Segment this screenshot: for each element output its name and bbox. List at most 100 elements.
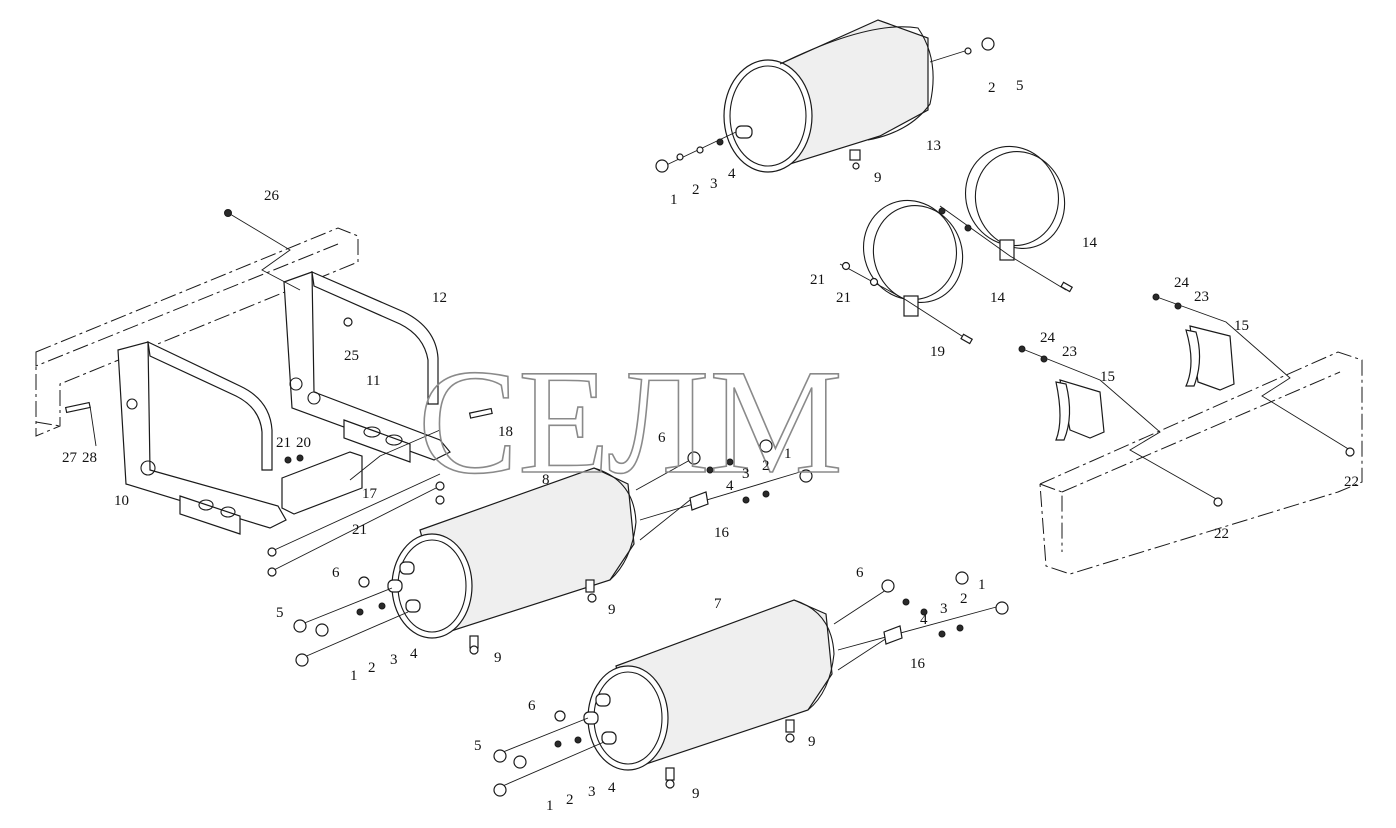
nut-26 xyxy=(224,209,232,217)
part-callout-4: 4 xyxy=(726,478,734,494)
part-callout-2: 2 xyxy=(566,792,574,808)
part-callout-20: 20 xyxy=(296,435,311,451)
part-callout-1: 1 xyxy=(670,192,678,208)
part-callout-16: 16 xyxy=(910,656,926,672)
part-callout-13: 13 xyxy=(926,138,941,154)
part-callout-24: 24 xyxy=(1040,330,1056,346)
part-callout-9: 9 xyxy=(494,650,502,666)
part-callout-2: 2 xyxy=(692,182,700,198)
plug-1 xyxy=(955,571,969,585)
washer-20 xyxy=(296,454,304,462)
part-callout-6: 6 xyxy=(528,698,536,714)
part-callout-14: 14 xyxy=(990,290,1006,306)
plug-5 xyxy=(293,619,307,633)
part-callout-15: 15 xyxy=(1234,318,1249,334)
part-callout-15: 15 xyxy=(1100,369,1115,385)
part-callout-4: 4 xyxy=(608,780,616,796)
nut-21 xyxy=(435,495,445,505)
watermark: СЕЛМ xyxy=(418,339,843,505)
part-callout-3: 3 xyxy=(940,601,948,617)
plug-1 xyxy=(759,439,773,453)
part-callout-2: 2 xyxy=(368,660,376,676)
nut-21 xyxy=(435,481,445,491)
plug-5 xyxy=(315,623,329,637)
part-callout-21: 21 xyxy=(276,435,291,451)
part-callout-3: 3 xyxy=(742,466,750,482)
plug-1 xyxy=(995,601,1009,615)
frame-rail-left xyxy=(35,227,359,437)
valve-16 xyxy=(883,625,903,645)
bolt-27 xyxy=(64,401,91,414)
part-callout-5: 5 xyxy=(1016,78,1024,94)
part-callout-22: 22 xyxy=(1214,526,1229,542)
part-callout-9: 9 xyxy=(808,734,816,750)
part-callout-10: 10 xyxy=(114,493,129,509)
part-callout-22: 22 xyxy=(1344,474,1359,490)
plug-5 xyxy=(493,749,507,763)
air-tank-13 xyxy=(659,19,969,173)
part-callout-25: 25 xyxy=(344,348,359,364)
plate-17 xyxy=(281,451,363,515)
part-callout-3: 3 xyxy=(390,652,398,668)
bracket-11 xyxy=(283,271,451,463)
part-callout-17: 17 xyxy=(362,486,378,502)
part-callout-23: 23 xyxy=(1062,344,1077,360)
part-callout-21: 21 xyxy=(810,272,825,288)
part-callout-21: 21 xyxy=(836,290,851,306)
washer-4 xyxy=(716,138,724,146)
part-callout-18: 18 xyxy=(498,424,513,440)
bracket-15-b xyxy=(1185,325,1235,391)
fitting-6 xyxy=(687,451,701,465)
part-callout-1: 1 xyxy=(784,446,792,462)
washer-3 xyxy=(696,146,704,154)
strap-14-b xyxy=(862,199,964,317)
part-callout-9: 9 xyxy=(692,786,700,802)
part-callout-6: 6 xyxy=(658,430,666,446)
plug-5 xyxy=(295,653,309,667)
part-callout-23: 23 xyxy=(1194,289,1209,305)
part-callout-4: 4 xyxy=(920,612,928,628)
bolt-18 xyxy=(468,407,493,419)
part-callout-16: 16 xyxy=(714,525,730,541)
plug-1 xyxy=(655,159,669,173)
nut-21 xyxy=(284,456,292,464)
leader xyxy=(89,405,97,447)
bracket-10 xyxy=(117,340,287,535)
part-callout-1: 1 xyxy=(546,798,554,814)
part-callout-4: 4 xyxy=(728,166,736,182)
part-callout-3: 3 xyxy=(710,176,718,192)
plug-5 xyxy=(493,783,507,797)
plug-1 xyxy=(799,469,813,483)
fitting-6 xyxy=(881,579,895,593)
air-tank-8 xyxy=(387,467,637,649)
part-callout-5: 5 xyxy=(474,738,482,754)
bolt-25 xyxy=(343,317,353,327)
valve-16 xyxy=(689,491,709,511)
nut-21 xyxy=(267,567,277,577)
part-callout-19: 19 xyxy=(930,344,945,360)
part-callout-28: 28 xyxy=(82,450,97,466)
air-tank-7 xyxy=(583,599,835,781)
part-callout-24: 24 xyxy=(1174,275,1190,291)
washer-2 xyxy=(964,47,972,55)
nut-21 xyxy=(267,547,277,557)
plug-5 xyxy=(513,755,527,769)
part-callout-27: 27 xyxy=(62,450,78,466)
part-callout-2: 2 xyxy=(762,458,770,474)
part-callout-3: 3 xyxy=(588,784,596,800)
part-callout-26: 26 xyxy=(264,188,280,204)
part-callout-6: 6 xyxy=(332,565,340,581)
part-callout-2: 2 xyxy=(960,591,968,607)
part-callout-2: 2 xyxy=(988,80,996,96)
plug-5 xyxy=(981,37,995,51)
bracket-15-a xyxy=(1055,379,1105,441)
part-callout-14: 14 xyxy=(1082,235,1098,251)
part-callout-11: 11 xyxy=(366,373,380,389)
part-callout-5: 5 xyxy=(276,605,284,621)
part-callout-12: 12 xyxy=(432,290,447,306)
nut-21 xyxy=(869,277,879,287)
part-callout-4: 4 xyxy=(410,646,418,662)
